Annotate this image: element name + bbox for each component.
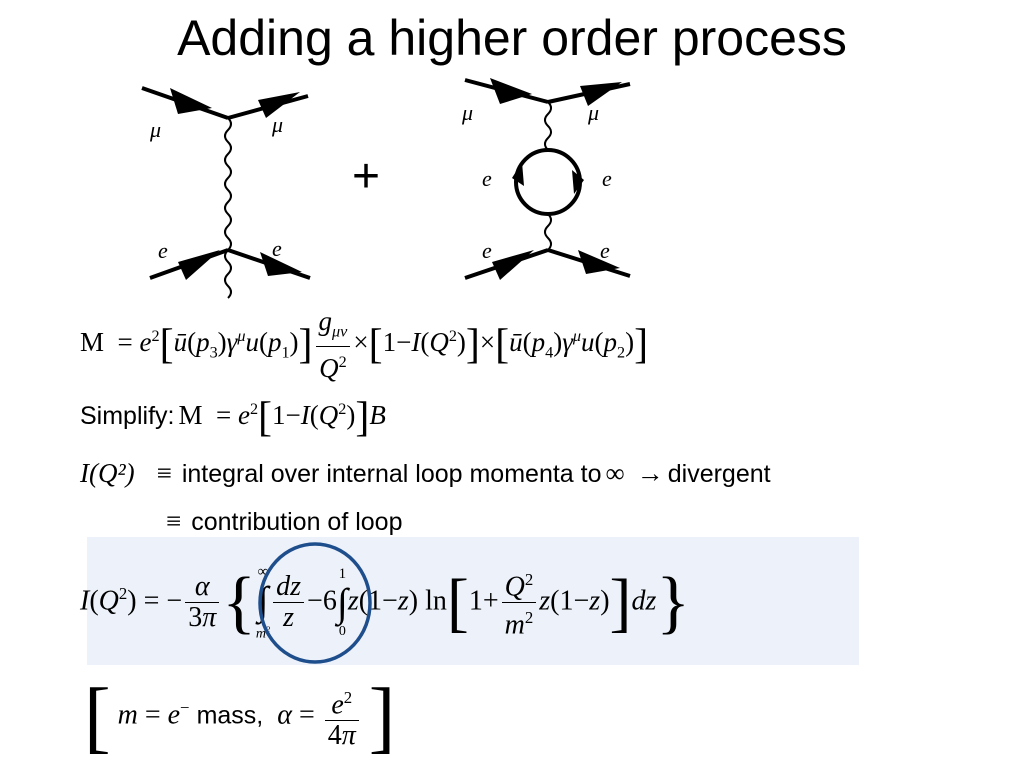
label-loop-mu-out: μ [588, 100, 600, 125]
arrow-symbol: → [636, 458, 664, 488]
label-mu-out: μ [272, 112, 284, 137]
loop-diagram [464, 78, 631, 280]
equiv-symbol-2: ≡ [166, 506, 182, 536]
label-loop-e-out: e [600, 238, 610, 263]
iq-symbol: I(Q²) [80, 458, 135, 488]
mass-text: mass, [196, 701, 264, 730]
label-e-out: e [272, 236, 282, 261]
simplify-line: Simplify: M = e2[1−I(Q2)]B [80, 394, 386, 441]
contribution-text: contribution of loop [191, 508, 403, 536]
plus-sign: + [352, 150, 381, 203]
label-e-in: e [158, 238, 168, 263]
divergent-term-circle [258, 542, 372, 664]
infinity-symbol: ∞ [605, 458, 625, 488]
slide-title: Adding a higher order process [177, 10, 847, 66]
label-loop-e-right: e [602, 166, 612, 191]
iq-definition-line: I(Q²) ≡ integral over internal loop mome… [80, 456, 771, 490]
divergent-text: divergent [667, 460, 771, 488]
label-loop-e-in: e [482, 238, 492, 263]
simplify-label: Simplify: [80, 402, 175, 430]
tree-level-diagram [141, 86, 311, 299]
integral-description: integral over internal loop momenta to [181, 460, 602, 488]
contribution-line: ≡ contribution of loop [166, 504, 403, 538]
label-loop-mu-in: μ [462, 100, 474, 125]
feynman-diagrams [141, 78, 631, 299]
integral-highlight-box [87, 537, 859, 665]
amplitude-symbol: M [80, 326, 105, 357]
equiv-symbol: ≡ [156, 458, 172, 488]
label-mu-in: μ [150, 117, 162, 142]
simplified-amplitude-symbol: M [178, 400, 203, 430]
label-loop-e-left: e [482, 166, 492, 191]
